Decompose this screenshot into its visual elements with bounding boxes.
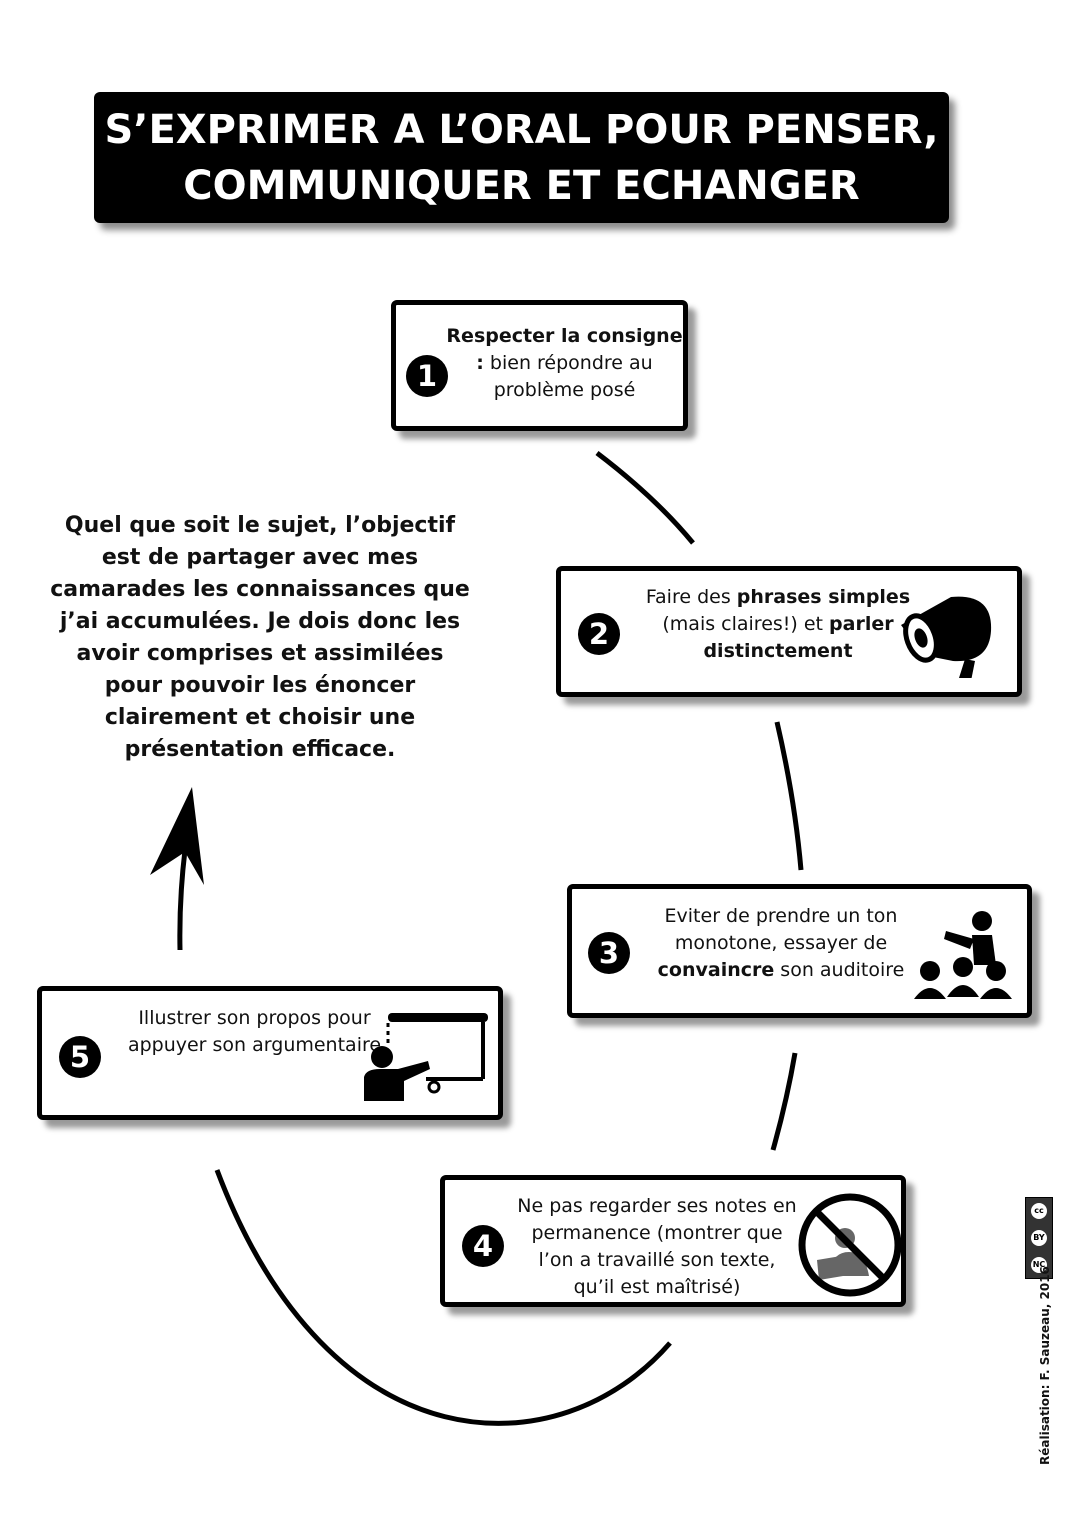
arc-5-intro (177, 849, 188, 951)
step-4-part-0: Ne pas regarder ses notes en permanence … (517, 1195, 797, 1298)
step-4-number: 4 (462, 1225, 504, 1267)
arc-3-4 (770, 1052, 798, 1151)
step-2-text: Faire des phrases simples (mais claires!… (633, 584, 923, 665)
step-1-text: Respecter la consigne : bien répondre au… (446, 323, 683, 404)
step-5-part-0: Illustrer son propos pour appuyer son ar… (127, 1007, 382, 1056)
step-3-box: 3 Eviter de prendre un ton monotone, ess… (567, 884, 1032, 1018)
step-2-part-0: Faire des (645, 586, 737, 608)
no-reading-notes-icon (798, 1193, 902, 1297)
step-3-number: 3 (588, 932, 630, 974)
step-1-number: 1 (406, 355, 448, 397)
step-2-number: 2 (578, 613, 620, 655)
by-label: BY (1031, 1229, 1047, 1246)
intro-text: Quel que soit le sujet, l’objectif est d… (50, 513, 470, 762)
cc-label: cc (1031, 1203, 1047, 1220)
presenter-screen-icon (364, 1013, 488, 1101)
step-1-part-0: Respecter la consigne : (446, 325, 683, 374)
title-line-2: COMMUNIQUER ET ECHANGER (183, 162, 860, 209)
megaphone-icon (901, 596, 992, 678)
step-5-number: 5 (59, 1036, 101, 1078)
cc-by-nc-icon: cc BY NC (1025, 1197, 1053, 1279)
arc-4-5 (214, 1169, 672, 1426)
arrow-head (150, 787, 204, 885)
arc-1-2 (595, 451, 695, 545)
step-1-box: 1 Respecter la consigne : bien répondre … (391, 300, 688, 431)
arc-2-3 (774, 721, 804, 871)
nc-label: NC (1031, 1256, 1047, 1273)
step-5-text: Illustrer son propos pour appuyer son ar… (122, 1005, 387, 1059)
credit-text: Réalisation: F. Sauzeau, 2016 (1038, 1266, 1052, 1465)
title-banner: S’EXPRIMER A L’ORAL POUR PENSER, COMMUNI… (94, 92, 949, 223)
step-1-part-1: bien répondre au problème posé (483, 352, 653, 401)
step-2-part-1: phrases simples (736, 586, 911, 608)
step-3-part-0: Eviter de prendre un ton monotone, essay… (664, 905, 898, 954)
step-5-box: 5 Illustrer son propos pour appuyer son … (37, 986, 503, 1120)
title-line-1: S’EXPRIMER A L’ORAL POUR PENSER, (104, 106, 939, 153)
credit-area: cc BY NC Réalisation: F. Sauzeau, 2016 (1022, 1195, 1056, 1470)
step-4-text: Ne pas regarder ses notes en permanence … (517, 1193, 797, 1301)
speaker-audience-icon (914, 911, 1012, 999)
step-3-part-2: son auditoire (774, 959, 905, 981)
step-2-box: 2 Faire des phrases simples (mais claire… (556, 566, 1022, 697)
step-3-text: Eviter de prendre un ton monotone, essay… (650, 903, 912, 984)
step-2-part-2: (mais claires!) et (662, 613, 830, 635)
step-3-part-1: convaincre (657, 959, 775, 981)
step-2-part-3: parler distinctement (703, 613, 894, 662)
step-4-box: 4 Ne pas regarder ses notes en permanenc… (440, 1175, 906, 1307)
